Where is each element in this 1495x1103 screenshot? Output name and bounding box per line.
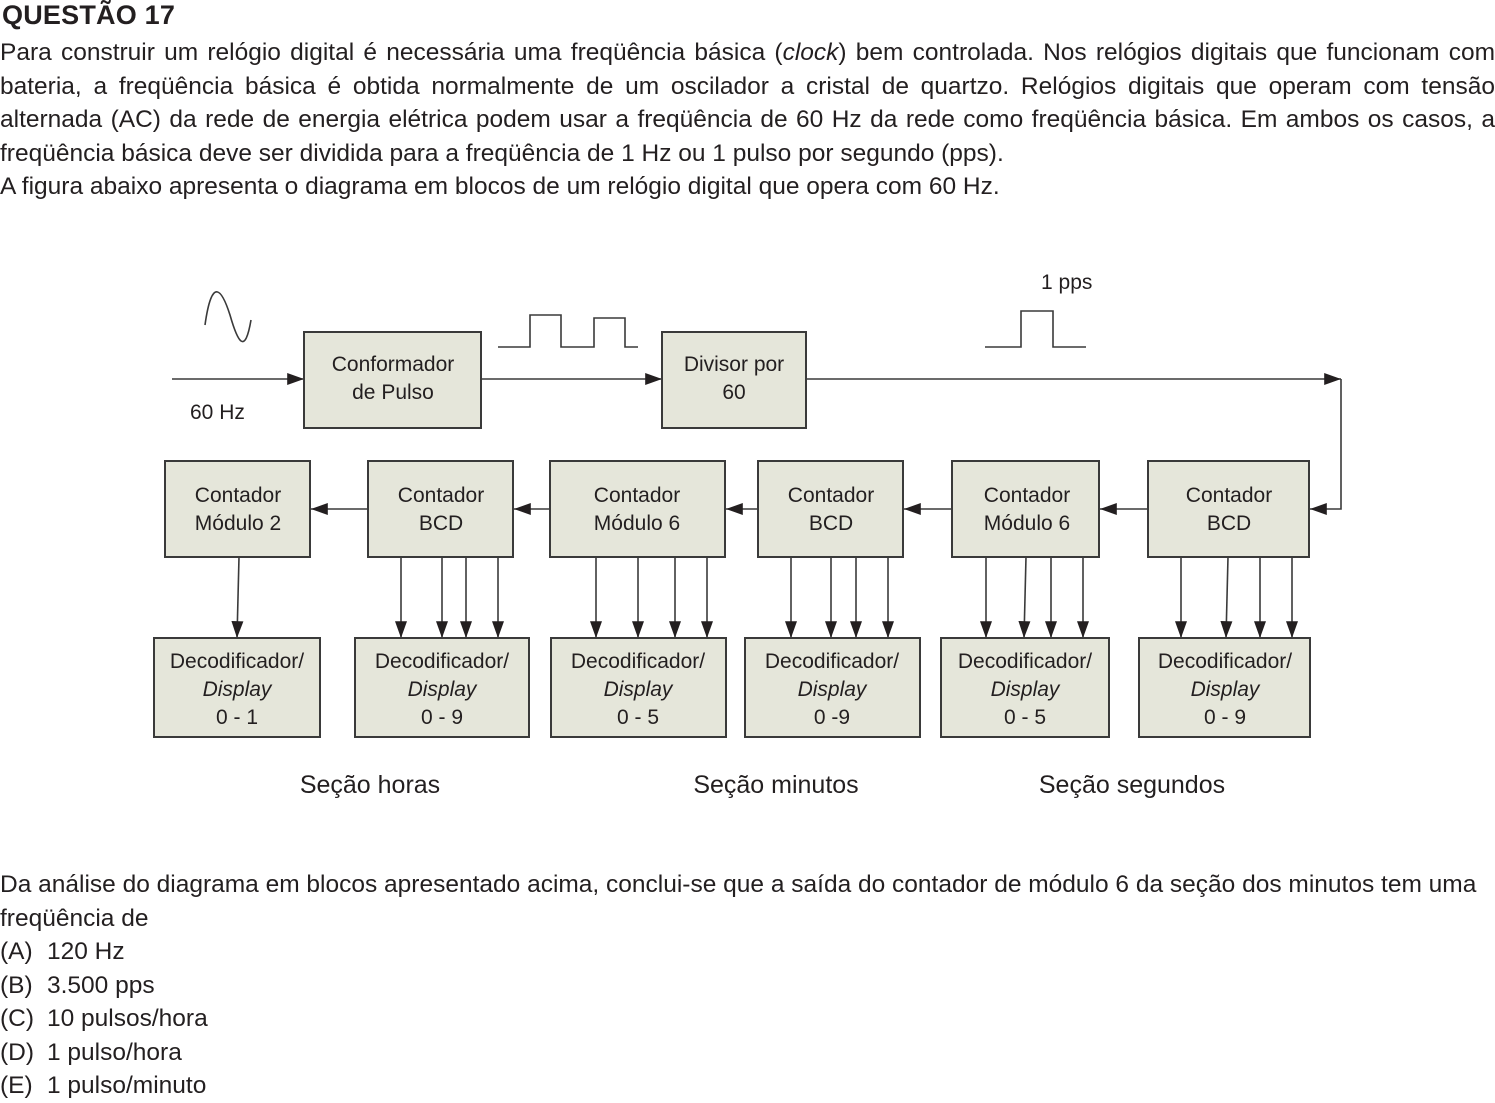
svg-text:Decodificador/: Decodificador/ (375, 650, 509, 673)
svg-text:Display: Display (991, 678, 1061, 701)
counter-modulo-2-hours: Contador Módulo 2 (164, 460, 311, 558)
svg-text:Divisor por: Divisor por (684, 353, 784, 376)
svg-text:Contador: Contador (788, 484, 874, 507)
svg-text:Display: Display (604, 678, 674, 701)
section-label-hours: Seção horas (300, 771, 440, 799)
decoder-seconds-units: Decodificador/ Display 0 - 9 (1138, 637, 1311, 738)
single-pulse-icon (985, 310, 1086, 348)
svg-text:Display: Display (408, 678, 478, 701)
decoder-hours-tens: Decodificador/ Display 0 - 1 (153, 637, 321, 738)
section-label-minutes: Seção minutos (693, 771, 858, 799)
svg-text:0 - 1: 0 - 1 (216, 706, 258, 729)
intro-figure-reference: A figura abaixo apresenta o diagrama em … (0, 173, 1000, 200)
svg-text:Contador: Contador (594, 484, 680, 507)
counter-bcd-minutes: Contador BCD (757, 460, 904, 558)
decoder-hours-units: Decodificador/ Display 0 - 9 (354, 637, 530, 738)
question-title: QUESTÃO 17 (2, 0, 176, 30)
feed-line (1310, 379, 1342, 515)
svg-text:Display: Display (203, 678, 273, 701)
svg-text:Contador: Contador (195, 484, 281, 507)
svg-text:Decodificador/: Decodificador/ (958, 650, 1092, 673)
svg-text:Módulo 6: Módulo 6 (594, 512, 680, 535)
counter-output-lines (231, 556, 1298, 639)
svg-text:0 - 9: 0 - 9 (421, 706, 463, 729)
counter-modulo-6-minutes: Contador Módulo 6 (549, 460, 726, 558)
svg-text:0 -9: 0 -9 (814, 706, 850, 729)
svg-text:Contador: Contador (398, 484, 484, 507)
option-a[interactable]: (A)120 Hz (0, 938, 125, 965)
intro-text: Para construir um relógio digital é nece… (0, 36, 1495, 204)
svg-text:Módulo 2: Módulo 2 (195, 512, 281, 535)
svg-text:Contador: Contador (984, 484, 1070, 507)
option-b[interactable]: (B)3.500 pps (0, 971, 155, 999)
option-e[interactable]: (E)1 pulso/minuto (0, 1072, 207, 1099)
svg-text:Decodificador/: Decodificador/ (1158, 650, 1292, 673)
option-c[interactable]: (C)10 pulsos/hora (0, 1005, 208, 1032)
svg-text:BCD: BCD (1207, 512, 1251, 535)
block-divisor: Divisor por 60 (661, 331, 807, 429)
svg-text:BCD: BCD (419, 512, 463, 535)
svg-text:Conformador: Conformador (332, 353, 455, 376)
decoder-minutes-units: Decodificador/ Display 0 -9 (744, 637, 921, 738)
clock-term: clock (782, 39, 839, 66)
svg-text:Display: Display (798, 678, 868, 701)
answer-options: (A)120 Hz (B)3.500 pps (C)10 pulsos/hora… (0, 935, 208, 1103)
section-label-seconds: Seção segundos (1039, 771, 1225, 799)
input-frequency-label: 60 Hz (190, 401, 245, 424)
intro-paragraph: Para construir um relógio digital é nece… (0, 39, 1495, 167)
svg-text:Módulo 6: Módulo 6 (984, 512, 1070, 535)
svg-text:60: 60 (722, 381, 745, 404)
svg-text:Decodificador/: Decodificador/ (571, 650, 705, 673)
option-d[interactable]: (D)1 pulso/hora (0, 1038, 182, 1066)
svg-text:Decodificador/: Decodificador/ (170, 650, 304, 673)
sine-wave-icon (204, 291, 252, 343)
pulse-train-icon (498, 314, 638, 348)
svg-text:0 - 5: 0 - 5 (617, 706, 659, 729)
counter-bcd-seconds: Contador BCD (1147, 460, 1310, 558)
decoder-seconds-tens: Decodificador/ Display 0 - 5 (940, 637, 1110, 738)
svg-text:de Pulso: de Pulso (352, 381, 434, 404)
pps-label: 1 pps (1041, 271, 1092, 294)
decoder-minutes-tens: Decodificador/ Display 0 - 5 (550, 637, 727, 738)
counter-modulo-6-seconds: Contador Módulo 6 (951, 460, 1100, 558)
svg-text:Decodificador/: Decodificador/ (765, 650, 899, 673)
svg-text:BCD: BCD (809, 512, 853, 535)
question-stem: Da análise do diagrama em blocos apresen… (0, 871, 1477, 932)
svg-text:Contador: Contador (1186, 484, 1272, 507)
svg-text:Display: Display (1191, 678, 1261, 701)
svg-text:0 - 9: 0 - 9 (1204, 706, 1246, 729)
counter-bcd-hours: Contador BCD (367, 460, 514, 558)
clock-block-diagram: 60 Hz Conformador de Pulso Divisor por 6… (153, 271, 1342, 799)
block-conformador: Conformador de Pulso (303, 331, 482, 429)
svg-text:0 - 5: 0 - 5 (1004, 706, 1046, 729)
